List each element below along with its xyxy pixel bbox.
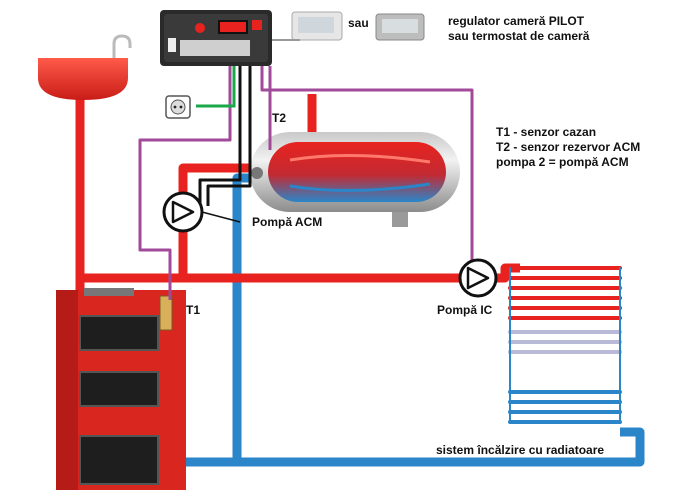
controller-or-label: sau — [348, 16, 369, 30]
cold-pipes — [186, 173, 645, 467]
legend-line-2: T2 - senzor rezervor ACM — [496, 140, 640, 154]
boiler — [56, 288, 186, 490]
controller-unit — [160, 10, 272, 66]
pump-acm-pointer — [201, 211, 241, 223]
acm-pump-pipe — [178, 163, 258, 278]
wire-pump-ic — [260, 66, 474, 268]
room-regulator-line-2: sau termostat de cameră — [448, 29, 590, 43]
wire-t1-sensor — [138, 66, 232, 300]
legend-line-3: pompa 2 = pompă ACM — [496, 155, 629, 169]
signal-wires — [138, 66, 474, 300]
cold-pipe-to-radiators — [237, 427, 645, 467]
sensor-t1-label: T1 — [186, 303, 200, 317]
pump-acm-label: Pompă ACM — [252, 215, 322, 229]
pump-ic — [458, 258, 498, 298]
cold-return-pipe — [186, 173, 258, 467]
room-thermostat-icon — [291, 11, 343, 41]
power-socket-icon — [165, 95, 191, 119]
legend-line-1: T1 - senzor cazan — [496, 125, 596, 139]
dhw-tank — [250, 132, 460, 227]
power-cable — [196, 66, 236, 108]
sensor-t2-label: T2 — [272, 111, 286, 125]
room-regulator-pilot-icon — [375, 13, 425, 41]
pump-acm — [162, 191, 204, 233]
heating-system-label: sistem încălzire cu radiatoare — [436, 443, 604, 457]
radiator — [508, 266, 622, 424]
pump-ic-label: Pompă IC — [437, 303, 493, 317]
expansion-tank — [38, 34, 132, 100]
room-regulator-line-1: regulator cameră PILOT — [448, 14, 585, 28]
hot-pipes — [75, 92, 520, 290]
pump-wires — [198, 66, 252, 206]
